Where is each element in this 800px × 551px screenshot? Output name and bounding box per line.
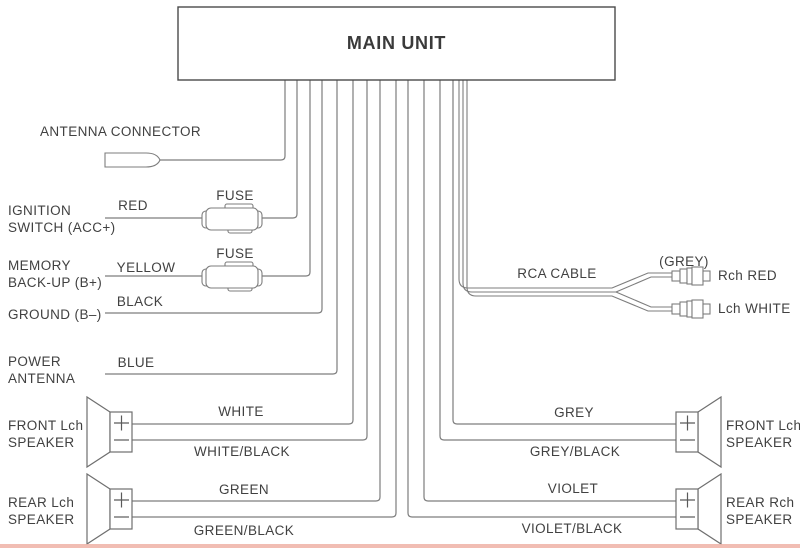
rca-lch-label: Lch WHITE	[718, 301, 791, 316]
wire-label-blue: BLUE	[117, 354, 155, 370]
rca-cable-line	[466, 80, 672, 312]
wire-label-yellow: YELLOW	[116, 259, 176, 275]
rear-left-speaker-label-line2: SPEAKER	[8, 511, 75, 527]
wire-black	[105, 80, 323, 314]
main-unit-box	[177, 6, 616, 81]
rear-right-speaker-label-line2: SPEAKER	[726, 511, 793, 527]
wire-label-green: GREEN	[218, 481, 270, 497]
power-antenna-label-line1: POWER	[8, 354, 62, 369]
rca-cable-line	[462, 80, 616, 293]
wire-label-grey-black: GREY/BLACK	[529, 443, 621, 459]
power-antenna-label-line2: ANTENNA	[8, 370, 76, 386]
wire-label-white: WHITE	[218, 403, 264, 419]
rca-cable-line	[615, 276, 672, 293]
speaker-icon-rear-right	[675, 472, 722, 546]
plus-terminal-icon	[680, 492, 695, 508]
ground-label: GROUND (B–)	[8, 307, 102, 322]
fuse-label-1: FUSE	[216, 187, 254, 203]
rca-cable-line	[615, 291, 672, 308]
front-left-speaker-label-line1: FRONT Lch	[8, 418, 84, 433]
speaker-icon-rear-left	[86, 472, 133, 546]
wire-label-violet: VIOLET	[547, 480, 599, 496]
memory-backup-label-line1: MEMORY	[8, 258, 71, 273]
wire-green-black	[132, 80, 397, 518]
antenna-plug-icon	[104, 152, 161, 168]
memory-backup-label-line2: BACK-UP (B+)	[8, 274, 103, 290]
antenna-connector-label: ANTENNA CONNECTOR	[40, 124, 202, 139]
front-left-speaker-label: FRONT Lch SPEAKER	[8, 418, 83, 451]
front-right-speaker-label-line1: FRONT Lch	[726, 418, 800, 433]
rear-right-speaker-label-line1: REAR Rch	[726, 495, 795, 510]
rear-left-speaker-label: REAR Lch SPEAKER	[8, 495, 75, 528]
wire-blue	[105, 80, 338, 375]
rca-rch-label: Rch RED	[718, 268, 778, 283]
rca-cable-label: RCA CABLE	[517, 265, 597, 281]
front-right-speaker-label-line2: SPEAKER	[726, 434, 793, 450]
fuse-label-2: FUSE	[216, 245, 254, 261]
fuse-icon	[201, 261, 263, 292]
wire-label-green-black: GREEN/BLACK	[193, 522, 295, 538]
wire-label-red: RED	[118, 197, 148, 213]
ignition-switch-label: IGNITION SWITCH (ACC+)	[8, 203, 116, 236]
wire-green	[132, 80, 381, 502]
wire-label-white-black: WHITE/BLACK	[194, 443, 290, 459]
wire-violet	[423, 80, 676, 502]
ignition-switch-label-line2: SWITCH (ACC+)	[8, 219, 116, 235]
speaker-icon-front-left	[86, 395, 133, 469]
front-left-speaker-label-line2: SPEAKER	[8, 434, 75, 450]
front-right-speaker-label: FRONT Lch SPEAKER	[726, 418, 800, 451]
main-unit-label: MAIN UNIT	[346, 33, 447, 53]
plus-terminal-icon	[114, 492, 129, 508]
wire-grey	[452, 80, 676, 425]
wire-grey-black	[439, 80, 676, 441]
rca-cable-line	[458, 80, 672, 289]
wire-red	[105, 80, 298, 219]
rca-grey-note: (GREY)	[659, 253, 709, 269]
plus-terminal-icon	[680, 415, 695, 431]
wire-label-violet-black: VIOLET/BLACK	[521, 520, 623, 536]
wire-label-black: BLACK	[116, 293, 164, 309]
wire-yellow	[105, 80, 311, 277]
wire-white-black	[132, 80, 368, 441]
power-antenna-label: POWER ANTENNA	[8, 354, 75, 387]
fuse-icon	[201, 203, 263, 234]
memory-backup-label: MEMORY BACK-UP (B+)	[8, 258, 102, 291]
rca-cable	[458, 80, 672, 312]
rca-plug-rch-icon	[671, 266, 711, 286]
bottom-scan-band	[0, 544, 800, 548]
speaker-icon-front-right	[675, 395, 722, 469]
wire-violet-black	[407, 80, 676, 518]
rca-plug-lch-icon	[671, 299, 711, 319]
wire-label-grey: GREY	[554, 404, 594, 420]
ignition-switch-label-line1: IGNITION	[8, 203, 72, 218]
rear-right-speaker-label: REAR Rch SPEAKER	[726, 495, 794, 528]
wire-antenna	[159, 80, 286, 161]
wire-white	[132, 80, 354, 425]
rear-left-speaker-label-line1: REAR Lch	[8, 495, 75, 510]
plus-terminal-icon	[114, 415, 129, 431]
